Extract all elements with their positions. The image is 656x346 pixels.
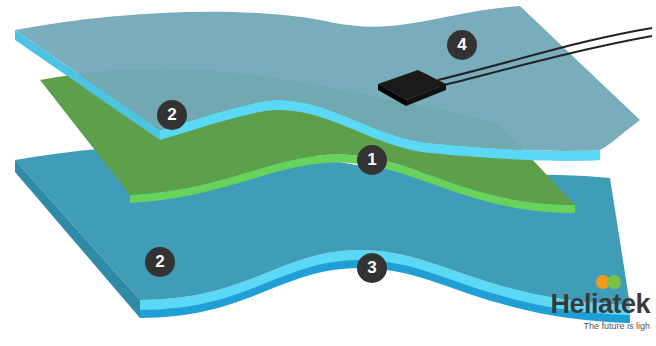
callout-number: 1 [357,145,387,175]
callout-number: 3 [357,253,387,283]
brand-logo-text: Heliatek [550,291,650,318]
callout-number: 2 [145,247,175,277]
callout-number: 2 [157,100,187,130]
callout-number: 4 [447,30,477,60]
brand-tagline: The future is ligh [583,322,650,331]
